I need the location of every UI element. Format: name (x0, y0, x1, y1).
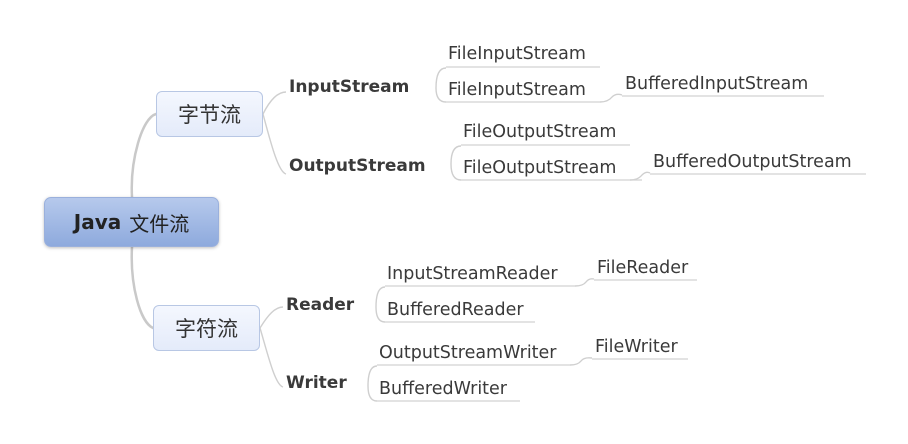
node-reader[interactable]: Reader (286, 295, 355, 315)
node-writer[interactable]: Writer (286, 373, 347, 393)
leaf-reader-filereader[interactable]: FileReader (597, 258, 689, 278)
category-byte-label: 字节流 (178, 103, 241, 127)
leaf-writer-filewriter[interactable]: FileWriter (595, 337, 678, 357)
node-outputstream[interactable]: OutputStream (289, 156, 426, 176)
leaf-outputstream-file-1[interactable]: FileOutputStream (463, 122, 617, 142)
leaf-inputstream-file-1[interactable]: FileInputStream (448, 44, 586, 64)
leaf-reader-buffered[interactable]: BufferedReader (387, 300, 524, 320)
leaf-reader-inputstreamreader[interactable]: InputStreamReader (387, 264, 558, 284)
leaf-inputstream-buffered[interactable]: BufferedInputStream (625, 74, 809, 94)
leaf-writer-buffered[interactable]: BufferedWriter (379, 379, 508, 399)
root-label-en: Java (73, 210, 122, 234)
leaf-writer-outputstreamwriter[interactable]: OutputStreamWriter (379, 343, 557, 363)
root-label-cn: 文件流 (129, 211, 190, 236)
category-char-label: 字符流 (175, 317, 238, 341)
node-inputstream[interactable]: InputStream (289, 77, 410, 97)
leaf-outputstream-file-2[interactable]: FileOutputStream (463, 158, 617, 178)
category-byte-stream[interactable]: 字节流 (156, 91, 263, 137)
leaf-outputstream-buffered[interactable]: BufferedOutputStream (653, 152, 852, 172)
root-node[interactable]: Java 文件流 (44, 197, 219, 247)
leaf-inputstream-file-2[interactable]: FileInputStream (448, 80, 586, 100)
category-char-stream[interactable]: 字符流 (153, 305, 260, 351)
